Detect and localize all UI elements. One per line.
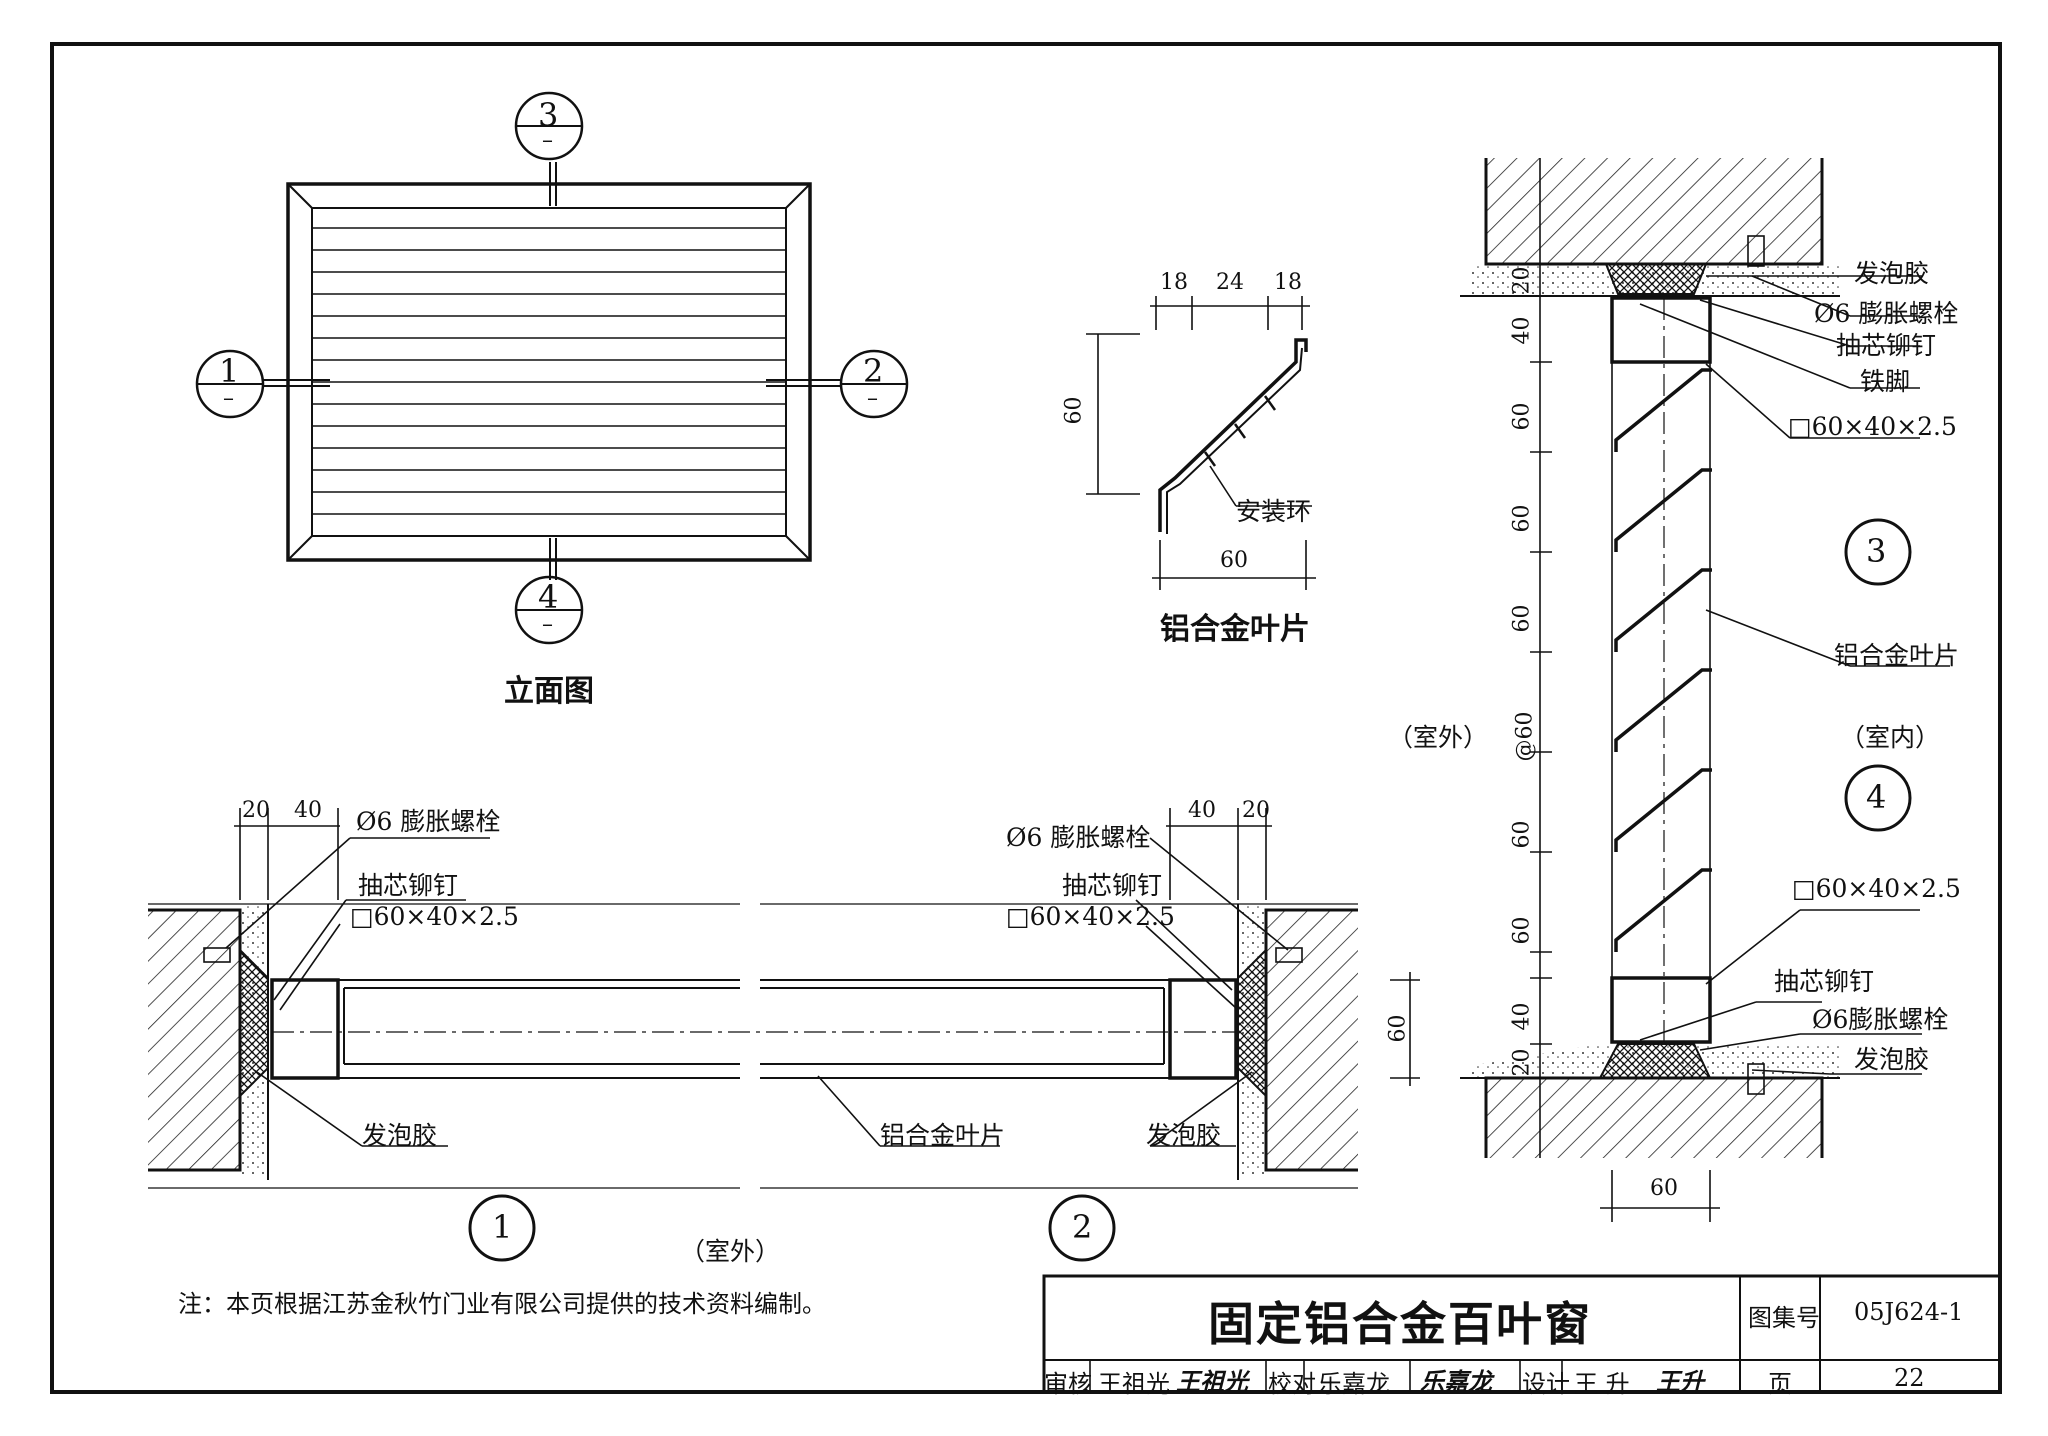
sheet-border bbox=[50, 42, 2002, 1394]
page-label: 页 bbox=[1768, 1370, 1792, 1398]
marker-1-sub: – bbox=[223, 386, 234, 411]
marker-2-number: 2 bbox=[863, 352, 884, 390]
s34-foam-bottom: 发泡胶 bbox=[1854, 1045, 1930, 1074]
s1-foam-label: 发泡胶 bbox=[362, 1121, 438, 1150]
s2-foam-label: 发泡胶 bbox=[1146, 1121, 1222, 1150]
s12-outside-label: （室外） bbox=[680, 1237, 781, 1266]
blade-caption: 铝合金叶片 bbox=[1160, 612, 1310, 647]
s12-marker-2: 2 bbox=[1072, 1208, 1093, 1246]
s12-marker-1: 1 bbox=[492, 1208, 513, 1246]
s34-outside-label: （室外） bbox=[1388, 723, 1489, 752]
s12-blade-label: 铝合金叶片 bbox=[880, 1121, 1006, 1150]
blade-detail bbox=[1086, 296, 1316, 590]
s34-dim-2: 60 bbox=[1509, 402, 1535, 431]
s34-marker-4: 4 bbox=[1866, 778, 1887, 816]
s2-dim-height: 60 bbox=[1385, 1014, 1411, 1043]
s2-dim-a: 40 bbox=[1188, 798, 1216, 823]
checker-name: 乐嘉龙 bbox=[1318, 1370, 1390, 1398]
s34-dim-8: 40 bbox=[1509, 1002, 1535, 1031]
drawing-title: 固定铝合金百叶窗 bbox=[1208, 1297, 1592, 1351]
check-label: 校对 bbox=[1268, 1370, 1316, 1398]
page-number: 22 bbox=[1894, 1364, 1925, 1392]
marker-1-number: 1 bbox=[219, 352, 240, 390]
s2-rivet-label: 抽芯铆钉 bbox=[1062, 871, 1163, 900]
s1-bolt-label: Ø6 膨胀螺栓 bbox=[356, 807, 501, 836]
designer-signature: 王升 bbox=[1656, 1367, 1704, 1396]
s2-tube-label: □60×40×2.5 bbox=[1006, 902, 1175, 931]
blade-dim-height: 60 bbox=[1061, 396, 1087, 425]
s34-dim-3: 60 bbox=[1509, 504, 1535, 533]
marker-2-sub: – bbox=[867, 386, 878, 411]
s34-tube-bottom: □60×40×2.5 bbox=[1792, 874, 1961, 903]
s34-rivet-top: 抽芯铆钉 bbox=[1836, 331, 1937, 360]
s34-dim-5: @60 bbox=[1512, 711, 1538, 762]
s1-rivet-label: 抽芯铆钉 bbox=[358, 871, 459, 900]
s34-dim-1: 40 bbox=[1509, 316, 1535, 345]
atlas-number: 05J624-1 bbox=[1854, 1298, 1964, 1326]
s34-dim-7: 60 bbox=[1509, 916, 1535, 945]
title-block bbox=[1042, 1274, 2002, 1394]
section-12 bbox=[148, 808, 1420, 1262]
s34-dim-bottom: 60 bbox=[1650, 1176, 1678, 1201]
s34-bolt-top: Ø6 膨胀螺栓 bbox=[1814, 299, 1959, 328]
s34-rivet-bottom: 抽芯铆钉 bbox=[1774, 967, 1875, 996]
s34-dim-4: 60 bbox=[1509, 604, 1535, 633]
section-34 bbox=[1460, 158, 1950, 1222]
s34-bolt-bottom: Ø6膨胀螺栓 bbox=[1812, 1005, 1949, 1034]
s2-bolt-label: Ø6 膨胀螺栓 bbox=[1006, 823, 1151, 852]
reviewer-signature: 王祖光 bbox=[1176, 1367, 1248, 1396]
review-label: 审核 bbox=[1044, 1370, 1092, 1398]
s34-tube-top: □60×40×2.5 bbox=[1788, 412, 1957, 441]
footnote: 注：本页根据江苏金秋竹门业有限公司提供的技术资料编制。 bbox=[178, 1290, 826, 1318]
reviewer-name: 王祖光 bbox=[1098, 1370, 1170, 1398]
s1-dim-b: 40 bbox=[294, 798, 322, 823]
blade-dim-top-c: 18 bbox=[1274, 270, 1302, 295]
design-label: 设计 bbox=[1522, 1370, 1570, 1398]
s1-dim-a: 20 bbox=[242, 798, 270, 823]
s34-foam-top: 发泡胶 bbox=[1854, 259, 1930, 288]
blade-dim-width: 60 bbox=[1220, 548, 1248, 573]
elevation-view bbox=[195, 91, 909, 645]
s34-dim-9: 20 bbox=[1509, 1048, 1535, 1077]
blade-dim-top-a: 18 bbox=[1160, 270, 1188, 295]
s34-iron-foot: 铁脚 bbox=[1860, 367, 1911, 396]
blade-ring-label: 安装环 bbox=[1236, 497, 1312, 526]
s2-dim-b: 20 bbox=[1242, 798, 1270, 823]
designer-name: 王 升 bbox=[1574, 1370, 1630, 1398]
marker-3-sub: – bbox=[542, 128, 553, 153]
s34-blade-label: 铝合金叶片 bbox=[1834, 641, 1960, 670]
s34-dim-6: 60 bbox=[1509, 820, 1535, 849]
checker-signature: 乐嘉龙 bbox=[1420, 1367, 1492, 1396]
s34-dim-0: 20 bbox=[1509, 266, 1535, 295]
s1-tube-label: □60×40×2.5 bbox=[350, 902, 519, 931]
atlas-label: 图集号 bbox=[1748, 1304, 1820, 1332]
elevation-caption: 立面图 bbox=[504, 674, 594, 709]
marker-4-sub: – bbox=[542, 612, 553, 637]
blade-dim-top-b: 24 bbox=[1216, 270, 1244, 295]
marker-4-number: 4 bbox=[538, 578, 559, 616]
s34-inside-label: （室内） bbox=[1840, 723, 1941, 752]
s34-marker-3: 3 bbox=[1866, 532, 1887, 570]
marker-3-number: 3 bbox=[538, 96, 559, 134]
